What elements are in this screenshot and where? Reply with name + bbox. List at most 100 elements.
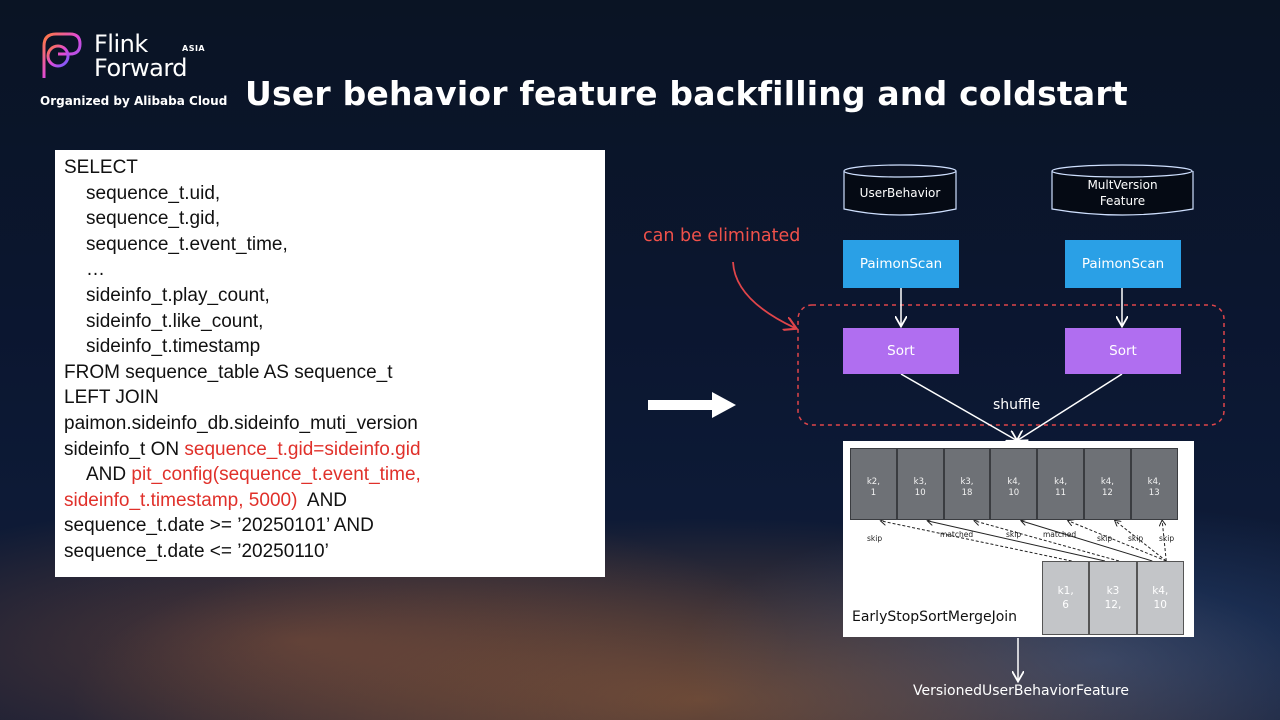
sql-text: sideinfo_t.like_count, xyxy=(86,310,264,332)
sql-line: LEFT JOIN xyxy=(64,387,159,409)
database-icon xyxy=(1051,164,1194,216)
source-label-line2: Feature xyxy=(1099,194,1146,208)
cell-value: 13 xyxy=(1148,488,1160,498)
brand-line1: Flink xyxy=(94,30,148,58)
sql-text: sideinfo_t.timestamp xyxy=(86,336,261,358)
cell-key: k4, xyxy=(1007,477,1021,487)
annotation-arrow xyxy=(732,261,795,328)
sql-code-box: SELECT sequence_t.uid, sequence_t.gid,sequ… xyxy=(55,150,605,577)
sql-text: sequence_t.gid, xyxy=(86,208,221,230)
skip-edge xyxy=(1162,521,1167,562)
right-sorted-cell: k4,10 xyxy=(1136,561,1184,635)
cell-value: 6 xyxy=(1062,599,1069,611)
left-sorted-cell: k3,18 xyxy=(943,448,991,520)
cell-key: k3 xyxy=(1106,585,1120,597)
sql-text: sequence_t.date <= ’20250110’ xyxy=(64,541,329,562)
sql-text: sideinfo_t ON xyxy=(64,438,185,460)
sql-line: sequence_t.date <= ’20250110’ xyxy=(64,541,329,563)
sql-line: sideinfo_t.timestamp, 5000) AND xyxy=(64,490,347,512)
cell-value: 11 xyxy=(1055,488,1066,498)
skip-edge xyxy=(1115,521,1167,562)
cell-value: 1 xyxy=(870,488,877,498)
sql-text: sideinfo_t.play_count, xyxy=(86,285,270,306)
source-label: UserBehavior xyxy=(859,186,941,200)
cell-key: k1, xyxy=(1057,585,1074,597)
sql-highlight: pit_config(sequence_t.event_time, xyxy=(131,464,421,486)
brand-name: Flink Forward xyxy=(94,30,188,82)
left-sorted-cell: k2,1 xyxy=(850,448,897,520)
cell-value: 10 xyxy=(1153,599,1167,611)
sql-line: paimon.sideinfo_db.sideinfo_muti_version xyxy=(64,413,418,435)
sql-highlight: sequence_t.gid=sideinfo.gid xyxy=(184,438,421,460)
edge-label: skip xyxy=(1159,534,1175,543)
source-userbehavior: UserBehavior xyxy=(842,163,958,217)
sql-text: sequence_t.date >= ’20250101’ AND xyxy=(64,515,374,537)
join-operator-name: EarlyStopSortMergeJoin xyxy=(852,609,1018,625)
shuffle-label: shuffle xyxy=(993,397,1041,413)
source-multversion-feature: MultVersion Feature xyxy=(1050,163,1195,217)
annotation-can-be-eliminated: can be eliminated xyxy=(643,226,801,246)
edge-label: skip xyxy=(1006,530,1022,539)
sql-text: SELECT xyxy=(64,157,138,178)
left-sorted-cell: k4,12 xyxy=(1084,448,1131,520)
cell-value: 12 xyxy=(1101,488,1113,498)
right-sorted-cell: k1,6 xyxy=(1042,561,1090,635)
sql-line: sequence_t.uid, xyxy=(86,183,220,205)
sql-line: sequence_t.gid, xyxy=(86,208,220,230)
cell-value: 10 xyxy=(1008,488,1020,498)
sql-line: sideinfo_t.like_count, xyxy=(86,311,263,333)
slide-title: User behavior feature backfilling and co… xyxy=(245,74,1128,113)
right-arrow-icon xyxy=(648,392,736,418)
flink-forward-logo: Flink Forward ASIA Organized by Alibaba … xyxy=(40,30,227,120)
sql-text: AND xyxy=(86,464,132,486)
sql-text: FROM sequence_table AS sequence_t xyxy=(64,361,393,383)
cell-key: k4, xyxy=(1147,477,1161,487)
output-label: VersionedUserBehaviorFeature xyxy=(913,683,1129,699)
join-edges xyxy=(843,441,1167,562)
sql-line: sideinfo_t ON sequence_t.gid=sideinfo.gi… xyxy=(64,439,421,461)
left-sorted-cell: k3,10 xyxy=(896,448,944,520)
sort-right: Sort xyxy=(1065,328,1181,374)
left-sorted-cell: k4,11 xyxy=(1037,448,1084,520)
sql-text: sequence_t.uid, xyxy=(86,182,221,204)
paimonscan-left: PaimonScan xyxy=(843,240,959,288)
cell-value: 18 xyxy=(961,488,973,498)
sql-line: sideinfo_t.play_count, xyxy=(86,285,270,307)
matched-edge xyxy=(928,521,1106,562)
cell-key: k4, xyxy=(1054,477,1068,487)
sql-text: … xyxy=(86,259,105,281)
edge-label: skip xyxy=(1128,534,1144,543)
cell-key: k4, xyxy=(1100,477,1114,487)
left-sorted-cell: k4,10 xyxy=(990,448,1038,520)
database-icon xyxy=(843,164,957,216)
left-sorted-cell: k4,13 xyxy=(1130,448,1178,520)
edge-label: skip xyxy=(867,534,883,543)
sql-line: SELECT xyxy=(64,157,138,179)
skip-edge xyxy=(881,521,1072,562)
matched-edge xyxy=(1022,521,1153,562)
sql-text: paimon.sideinfo_db.sideinfo_muti_version xyxy=(64,413,418,434)
cell-value: 12, xyxy=(1104,599,1122,611)
cell-key: k2, xyxy=(866,477,880,487)
edge-label: matched xyxy=(1043,530,1077,539)
cell-value: 10 xyxy=(914,488,926,498)
sql-text: LEFT JOIN xyxy=(64,387,159,409)
brand-line2: Forward xyxy=(94,54,188,82)
source-label-line1: MultVersion xyxy=(1087,178,1158,192)
sql-line: sequence_t.event_time, xyxy=(86,234,288,256)
sql-line: AND pit_config(sequence_t.event_time, xyxy=(86,464,421,486)
sql-line: … xyxy=(86,259,105,281)
flink-logo-icon xyxy=(42,32,82,78)
skip-edge xyxy=(1069,521,1167,562)
sql-text: sequence_t.event_time, xyxy=(86,233,288,255)
sort-left: Sort xyxy=(843,328,959,374)
edge-label: matched xyxy=(940,530,974,539)
sql-line: FROM sequence_table AS sequence_t xyxy=(64,362,392,384)
cell-key: k4, xyxy=(1152,585,1169,597)
cell-key: k3, xyxy=(960,477,974,487)
edge-label: skip xyxy=(1097,534,1113,543)
sql-line: sequence_t.date >= ’20250101’ AND xyxy=(64,515,374,537)
sql-line: sideinfo_t.timestamp xyxy=(86,336,260,358)
